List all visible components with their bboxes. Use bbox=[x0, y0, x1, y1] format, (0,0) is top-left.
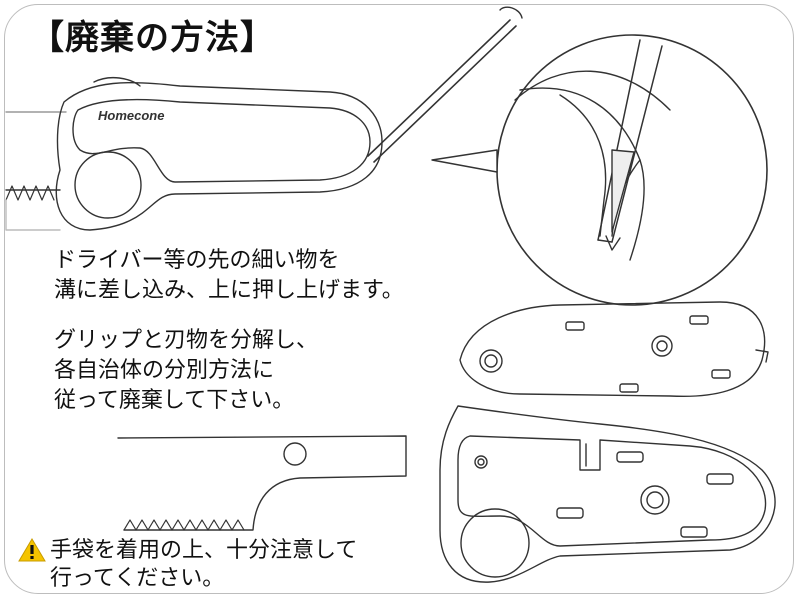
blade-illustration bbox=[117, 435, 407, 531]
zoom-detail-illustration bbox=[431, 34, 768, 306]
instruction-line: ドライバー等の先の細い物を bbox=[54, 248, 340, 273]
instruction-line: 溝に差し込み、上に押し上げます。 bbox=[54, 278, 404, 303]
instruction-line: 各自治体の分別方法に bbox=[54, 358, 275, 383]
page-title: 【廃棄の方法】 bbox=[30, 18, 275, 58]
page-frame bbox=[4, 4, 794, 594]
instruction-step-1: ドライバー等の先の細い物を 溝に差し込み、上に押し上げます。 bbox=[54, 246, 404, 306]
warning-text-line: 手袋を着用の上、十分注意して bbox=[50, 538, 358, 563]
grip-half-illustration bbox=[459, 301, 769, 398]
grip-full-illustration bbox=[439, 405, 776, 583]
instruction-step-2: グリップと刃物を分解し、 各自治体の分別方法に 従って廃棄して下さい。 bbox=[54, 326, 318, 416]
saw-grip-top-illustration bbox=[5, 6, 523, 231]
brand-logo: Homecone bbox=[98, 108, 164, 123]
instruction-line: 従って廃棄して下さい。 bbox=[54, 388, 295, 413]
warning-triangle-icon bbox=[18, 538, 46, 562]
instruction-line: グリップと刃物を分解し、 bbox=[54, 328, 319, 353]
warning-text-line: 行ってください。 bbox=[50, 566, 225, 591]
